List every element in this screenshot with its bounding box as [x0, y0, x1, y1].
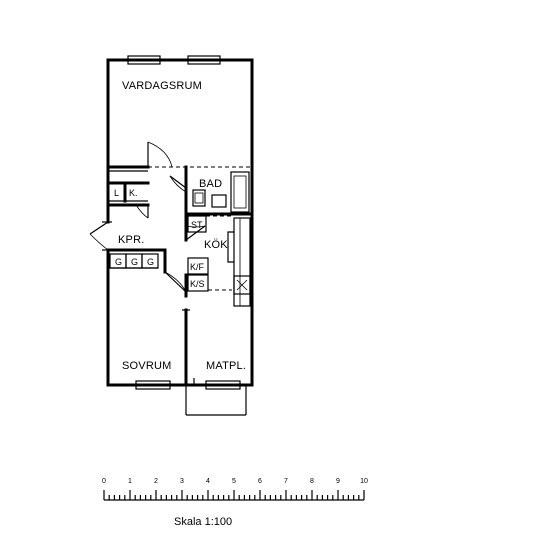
room-label-sovrum: SOVRUM [122, 360, 171, 372]
scale-tick-label: 10 [360, 478, 368, 485]
windows [127, 55, 241, 390]
fixture-label-fridge-freezer: K/F [190, 262, 205, 272]
fixture-label-garderob-3: G [147, 257, 154, 267]
kitchen-fixtures [187, 215, 251, 307]
scale-bar: 0 1 2 3 4 5 6 7 8 9 10 [102, 478, 368, 501]
scale-tick-label: 2 [154, 478, 158, 485]
room-label-vardagsrum: VARDAGSRUM [122, 80, 202, 92]
fixture-label-storage: ST [191, 220, 203, 230]
wardrobe-row [109, 253, 159, 269]
room-label-bad: BAD [199, 178, 222, 190]
fixture-label-linen: L [114, 188, 119, 198]
interior-walls [106, 165, 254, 387]
door-swings [89, 141, 247, 416]
scale-tick-label: 6 [258, 478, 262, 485]
room-label-kpr: KPR. [118, 234, 144, 246]
scale-tick-label: 1 [128, 478, 132, 485]
scale-tick-label: 3 [180, 478, 184, 485]
scale-tick-label: 0 [102, 478, 106, 485]
fixture-label-closet: K. [129, 188, 138, 198]
scale-tick-label: 8 [310, 478, 314, 485]
fixture-label-garderob-2: G [131, 257, 138, 267]
room-label-matpl: MATPL. [206, 360, 246, 372]
fixture-label-garderob-1: G [115, 257, 122, 267]
bath-fixtures [192, 171, 250, 213]
scale-tick-label: 5 [232, 478, 236, 485]
scale-tick-label: 9 [336, 478, 340, 485]
room-label-kok: KÖK [204, 239, 228, 251]
fixture-label-fridge-freezer-2: K/S [190, 279, 205, 289]
outer-walls [106, 58, 254, 387]
scale-caption: Skala 1:100 [174, 516, 232, 528]
scale-tick-label: 4 [206, 478, 210, 485]
scale-tick-label: 7 [284, 478, 288, 485]
